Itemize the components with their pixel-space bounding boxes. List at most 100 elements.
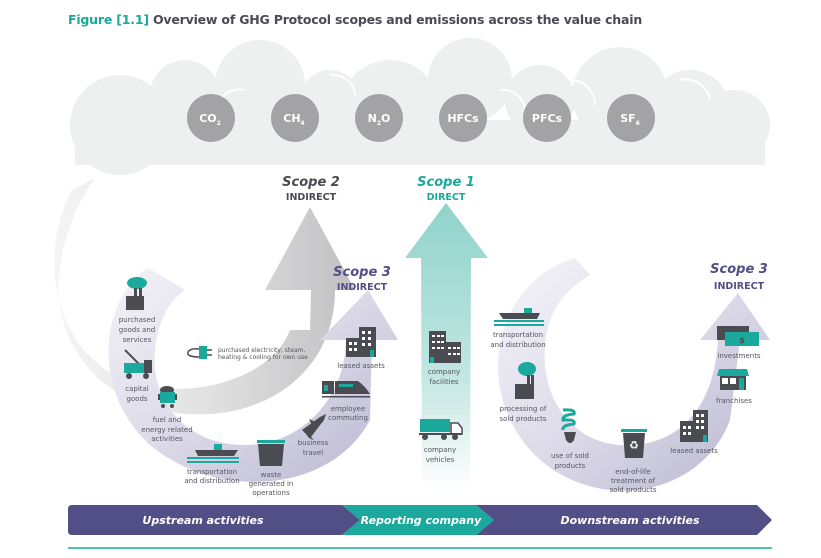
downstream-item-franchises: franchises <box>716 369 752 405</box>
crane-truck-icon <box>124 349 152 379</box>
svg-text:purchased: purchased <box>119 316 156 324</box>
downstream-item-leased-assets: leased assets <box>670 410 718 455</box>
light-bulb-icon <box>561 408 576 443</box>
scope3-upstream-label: Scope 3 INDIRECT <box>333 265 391 293</box>
scope2-item-electricity: purchased electricity, steam, heating & … <box>187 346 308 361</box>
svg-text:and distribution: and distribution <box>184 477 239 485</box>
svg-text:DIRECT: DIRECT <box>427 192 466 203</box>
svg-text:products: products <box>555 462 586 470</box>
svg-text:operations: operations <box>252 489 290 497</box>
coal-cart-icon <box>158 386 177 408</box>
factory-icon <box>515 362 536 399</box>
upstream-item-waste: waste generated in operations <box>249 440 294 497</box>
svg-text:franchises: franchises <box>716 397 752 405</box>
svg-text:company: company <box>428 368 460 376</box>
svg-text:transportation: transportation <box>187 468 237 476</box>
ship-icon <box>187 444 239 463</box>
downstream-segment <box>476 505 772 535</box>
svg-text:$: $ <box>739 336 745 345</box>
gas-pfcs: PFCs <box>523 94 571 142</box>
gas-sf6: SF6 <box>607 94 655 142</box>
svg-text:Scope 2: Scope 2 <box>282 175 340 190</box>
svg-text:Scope 1: Scope 1 <box>417 175 475 190</box>
svg-text:travel: travel <box>303 449 323 457</box>
svg-text:N2O: N2O <box>368 112 391 127</box>
svg-text:INDIRECT: INDIRECT <box>286 192 337 203</box>
upstream-item-fuel-energy: fuel and energy related activities <box>141 386 193 443</box>
direct-item-company-facilities: company facilities <box>428 331 461 386</box>
svg-text:commuting: commuting <box>328 414 368 422</box>
power-plug-icon <box>187 346 212 359</box>
svg-text:generated in: generated in <box>249 480 294 488</box>
svg-text:transportation: transportation <box>493 331 543 339</box>
storefront-icon <box>717 369 749 390</box>
downstream-item-transportation: transportation and distribution <box>490 308 546 349</box>
svg-text:fuel and: fuel and <box>153 416 182 424</box>
value-chain-bar: Upstream activities Reporting company Do… <box>68 505 772 535</box>
svg-text:Scope 3: Scope 3 <box>333 265 391 280</box>
gas-circles: CO2 CH4 N2O HFCs PFCs SF6 <box>187 94 655 142</box>
building-icon <box>346 327 376 357</box>
downstream-item-processing: processing of sold products <box>499 362 547 423</box>
svg-text:INDIRECT: INDIRECT <box>714 281 765 292</box>
svg-text:leased assets: leased assets <box>670 447 718 455</box>
svg-text:activities: activities <box>151 435 183 443</box>
direct-item-company-vehicles: company vehicles <box>419 419 463 464</box>
svg-text:energy related: energy related <box>141 426 192 434</box>
scope2-arrow <box>54 178 355 415</box>
svg-text:treatment of: treatment of <box>611 477 656 485</box>
gas-ch4: CH4 <box>271 94 319 142</box>
upstream-item-purchased-goods: purchased goods and services <box>119 277 156 344</box>
svg-text:sold products: sold products <box>499 415 546 423</box>
svg-text:Scope 3: Scope 3 <box>710 262 768 277</box>
downstream-label: Downstream activities <box>560 514 699 527</box>
truck-icon <box>419 419 463 440</box>
downstream-item-use-of-sold-products: use of sold products <box>551 408 589 470</box>
upstream-item-leased-assets: leased assets <box>337 327 385 370</box>
svg-text:CH4: CH4 <box>283 112 304 127</box>
svg-text:sold products: sold products <box>609 486 656 494</box>
svg-text:company: company <box>424 446 456 454</box>
svg-text:HFCs: HFCs <box>447 112 479 125</box>
svg-text:leased assets: leased assets <box>337 362 385 370</box>
airplane-icon <box>302 414 326 440</box>
cloud-band <box>70 38 770 175</box>
upstream-item-transportation: transportation and distribution <box>184 444 240 485</box>
svg-text:end-of-life: end-of-life <box>615 468 650 476</box>
svg-text:goods and: goods and <box>119 326 156 334</box>
recycle-bin-icon: ♻ <box>621 429 647 458</box>
svg-text:capital: capital <box>125 385 149 393</box>
downstream-item-end-of-life: ♻ end-of-life treatment of sold products <box>609 429 657 494</box>
gas-n2o: N2O <box>355 94 403 142</box>
svg-text:waste: waste <box>261 471 282 479</box>
svg-text:purchased electricity, steam,: purchased electricity, steam, <box>218 347 305 354</box>
figure-number: Figure [1.1] <box>68 12 149 27</box>
svg-text:and distribution: and distribution <box>490 341 545 349</box>
svg-text:heating & cooling for own use: heating & cooling for own use <box>218 354 308 361</box>
svg-text:vehicles: vehicles <box>426 456 455 464</box>
upstream-item-employee-commuting: employee commuting <box>322 381 370 422</box>
scope3-upstream-arrow <box>108 268 398 482</box>
svg-text:facilities: facilities <box>429 378 458 386</box>
figure-title-text: Overview of GHG Protocol scopes and emis… <box>153 12 643 27</box>
downstream-item-investments: $ investments <box>717 326 761 360</box>
svg-text:services: services <box>123 336 152 344</box>
svg-text:business: business <box>298 439 329 447</box>
ship-icon <box>494 308 544 326</box>
svg-text:♻: ♻ <box>629 439 639 452</box>
figure-title: Figure [1.1] Overview of GHG Protocol sc… <box>68 12 642 27</box>
svg-text:CO2: CO2 <box>199 112 221 127</box>
train-icon <box>322 381 370 398</box>
svg-text:investments: investments <box>717 352 761 360</box>
reporting-label: Reporting company <box>361 514 482 527</box>
svg-text:SF6: SF6 <box>620 112 640 127</box>
svg-text:use of sold: use of sold <box>551 452 589 460</box>
money-icon: $ <box>717 326 759 346</box>
upstream-label: Upstream activities <box>142 514 264 527</box>
building-icon <box>429 331 461 363</box>
scope2-label: Scope 2 INDIRECT <box>282 175 340 203</box>
scope1-label: Scope 1 DIRECT <box>417 175 475 203</box>
svg-text:processing of: processing of <box>500 405 547 413</box>
upstream-item-business-travel: business travel <box>298 414 329 457</box>
